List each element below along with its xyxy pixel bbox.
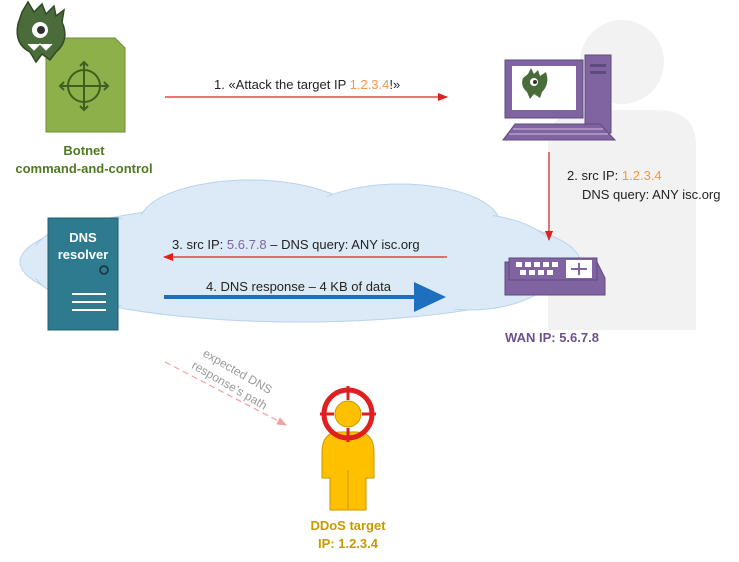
step1-prefix: 1. «Attack the target IP [214,77,350,92]
computer-icon [502,54,617,141]
step2-line2: DNS query: ANY isc.org [582,187,720,202]
wan-ip-label: WAN IP: 5.6.7.8 [505,330,599,345]
step1-suffix: !» [389,77,400,92]
target-label-2: IP: 1.2.3.4 [318,536,379,551]
botnet-label-1: Botnet [63,143,105,158]
target-person-icon [321,400,375,511]
botnet-server-icon [45,37,126,133]
step2-ip: 1.2.3.4 [622,168,662,183]
botnet-label-2: command-and-control [15,161,152,176]
router-icon [504,257,606,296]
step2-prefix: 2. src IP: [567,168,622,183]
step2-label: 2. src IP: 1.2.3.4 [567,168,662,183]
monster-mascot-icon [16,0,66,64]
step3-label: 3. src IP: 5.6.7.8 – DNS query: ANY isc.… [172,237,420,252]
dns-server-icon [47,217,119,331]
crosshair-icon [320,386,376,442]
step1-ip: 1.2.3.4 [350,77,390,92]
dns-label-1: DNS [69,230,97,245]
step1-label: 1. «Attack the target IP 1.2.3.4!» [214,77,400,92]
arrow-expected-path [164,361,287,426]
step4-label: 4. DNS response – 4 KB of data [206,279,392,294]
dns-label-2: resolver [58,247,109,262]
target-label-1: DDoS target [310,518,386,533]
step3-suffix: – DNS query: ANY isc.org [267,237,420,252]
arrow-step4 [164,282,446,312]
step3-ip: 5.6.7.8 [227,237,267,252]
step3-prefix: 3. src IP: [172,237,227,252]
